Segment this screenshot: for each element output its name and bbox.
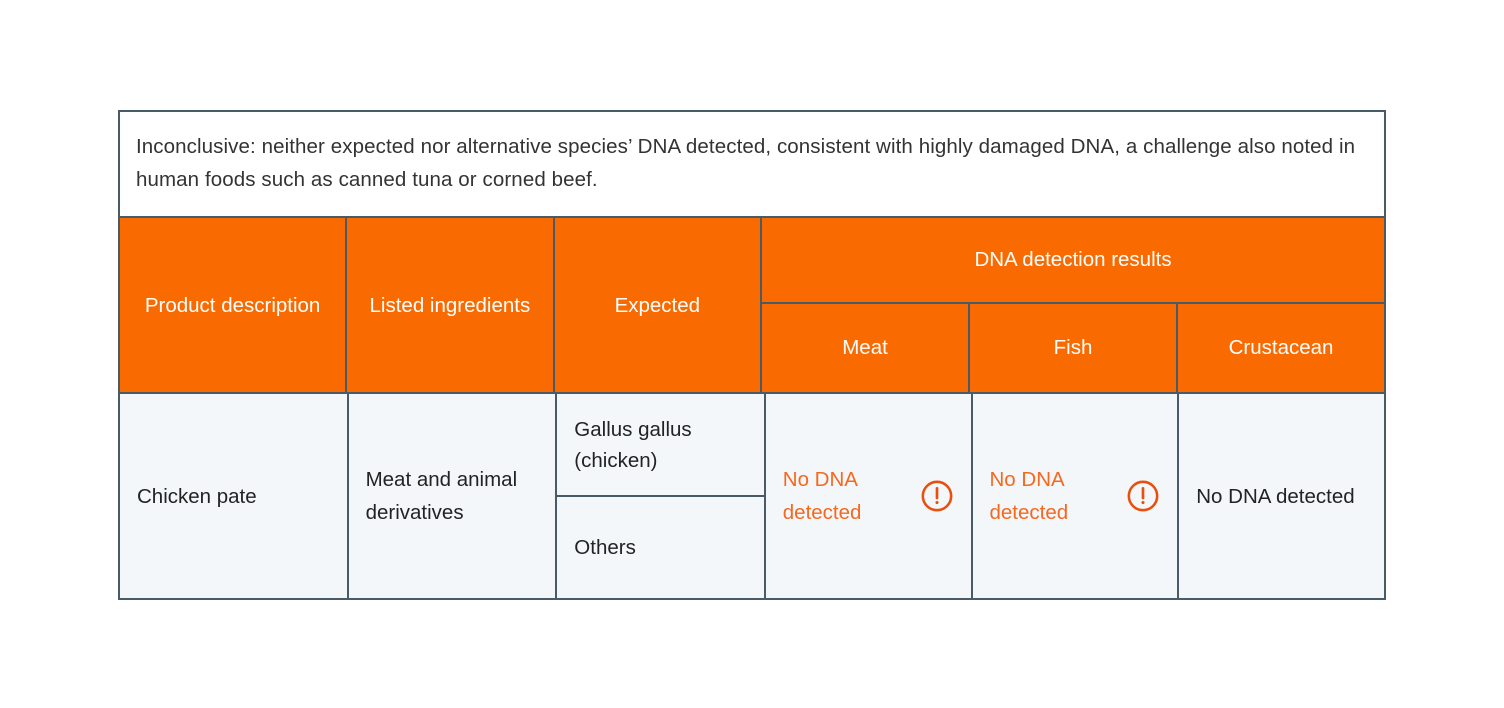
header-sub-divider-1: [968, 304, 971, 392]
cell-expected-stack: Gallus gallus (chicken) Others: [557, 394, 764, 598]
dna-detection-results-table: Inconclusive: neither expected nor alter…: [118, 110, 1386, 600]
header-divider-3: [760, 218, 763, 392]
table-caption-cell: Inconclusive: neither expected nor alter…: [120, 112, 1384, 218]
result-crustacean-text: No DNA detected: [1196, 484, 1355, 508]
header-listed-ingredients: Listed ingredients: [347, 218, 553, 392]
body-divider-4: [970, 394, 973, 598]
header-dna-detection-group: DNA detection results Meat Fish Crustace…: [762, 218, 1385, 392]
cell-expected-primary: Gallus gallus (chicken): [574, 417, 692, 472]
header-subrow-divider: [762, 302, 1385, 304]
body-divider-2: [555, 394, 558, 598]
header-dna-detection-results: DNA detection results: [974, 248, 1172, 271]
cell-result-fish: No DNA detected: [973, 394, 1178, 598]
expected-inner-divider: [557, 495, 764, 497]
header-sub-fish: Fish: [1053, 336, 1093, 359]
header-expected: Expected: [554, 218, 761, 392]
cell-product-description: Chicken pate: [120, 394, 347, 598]
header-sub-divider-2: [1176, 304, 1179, 392]
cell-result-crustacean: No DNA detected: [1179, 394, 1384, 598]
table-header-row: Product description Listed ingredients E…: [120, 218, 1385, 394]
cell-result-meat: No DNA detected: [766, 394, 971, 598]
body-divider-5: [1177, 394, 1180, 598]
body-divider-1: [346, 394, 349, 598]
alert-circle-icon: [1127, 480, 1159, 512]
table-caption-text: Inconclusive: neither expected nor alter…: [136, 135, 1356, 191]
table-row: Chicken pate Meat and animal derivatives…: [120, 394, 1384, 598]
body-divider-3: [763, 394, 766, 598]
cell-listed-ingredients: Meat and animal derivatives: [348, 394, 556, 598]
header-sub-crustacean: Crustacean: [1228, 336, 1334, 359]
alert-circle-icon: [921, 480, 952, 512]
header-divider-1: [345, 218, 348, 392]
cell-expected-secondary: Others: [574, 536, 636, 559]
result-meat-text: No DNA detected: [782, 468, 862, 524]
header-product-description: Product description: [120, 218, 346, 392]
header-sub-meat: Meat: [842, 336, 888, 359]
result-fish-text: No DNA detected: [989, 468, 1069, 524]
header-divider-2: [552, 218, 555, 392]
header-sub-row: Meat Fish Crustacean: [762, 304, 1384, 392]
